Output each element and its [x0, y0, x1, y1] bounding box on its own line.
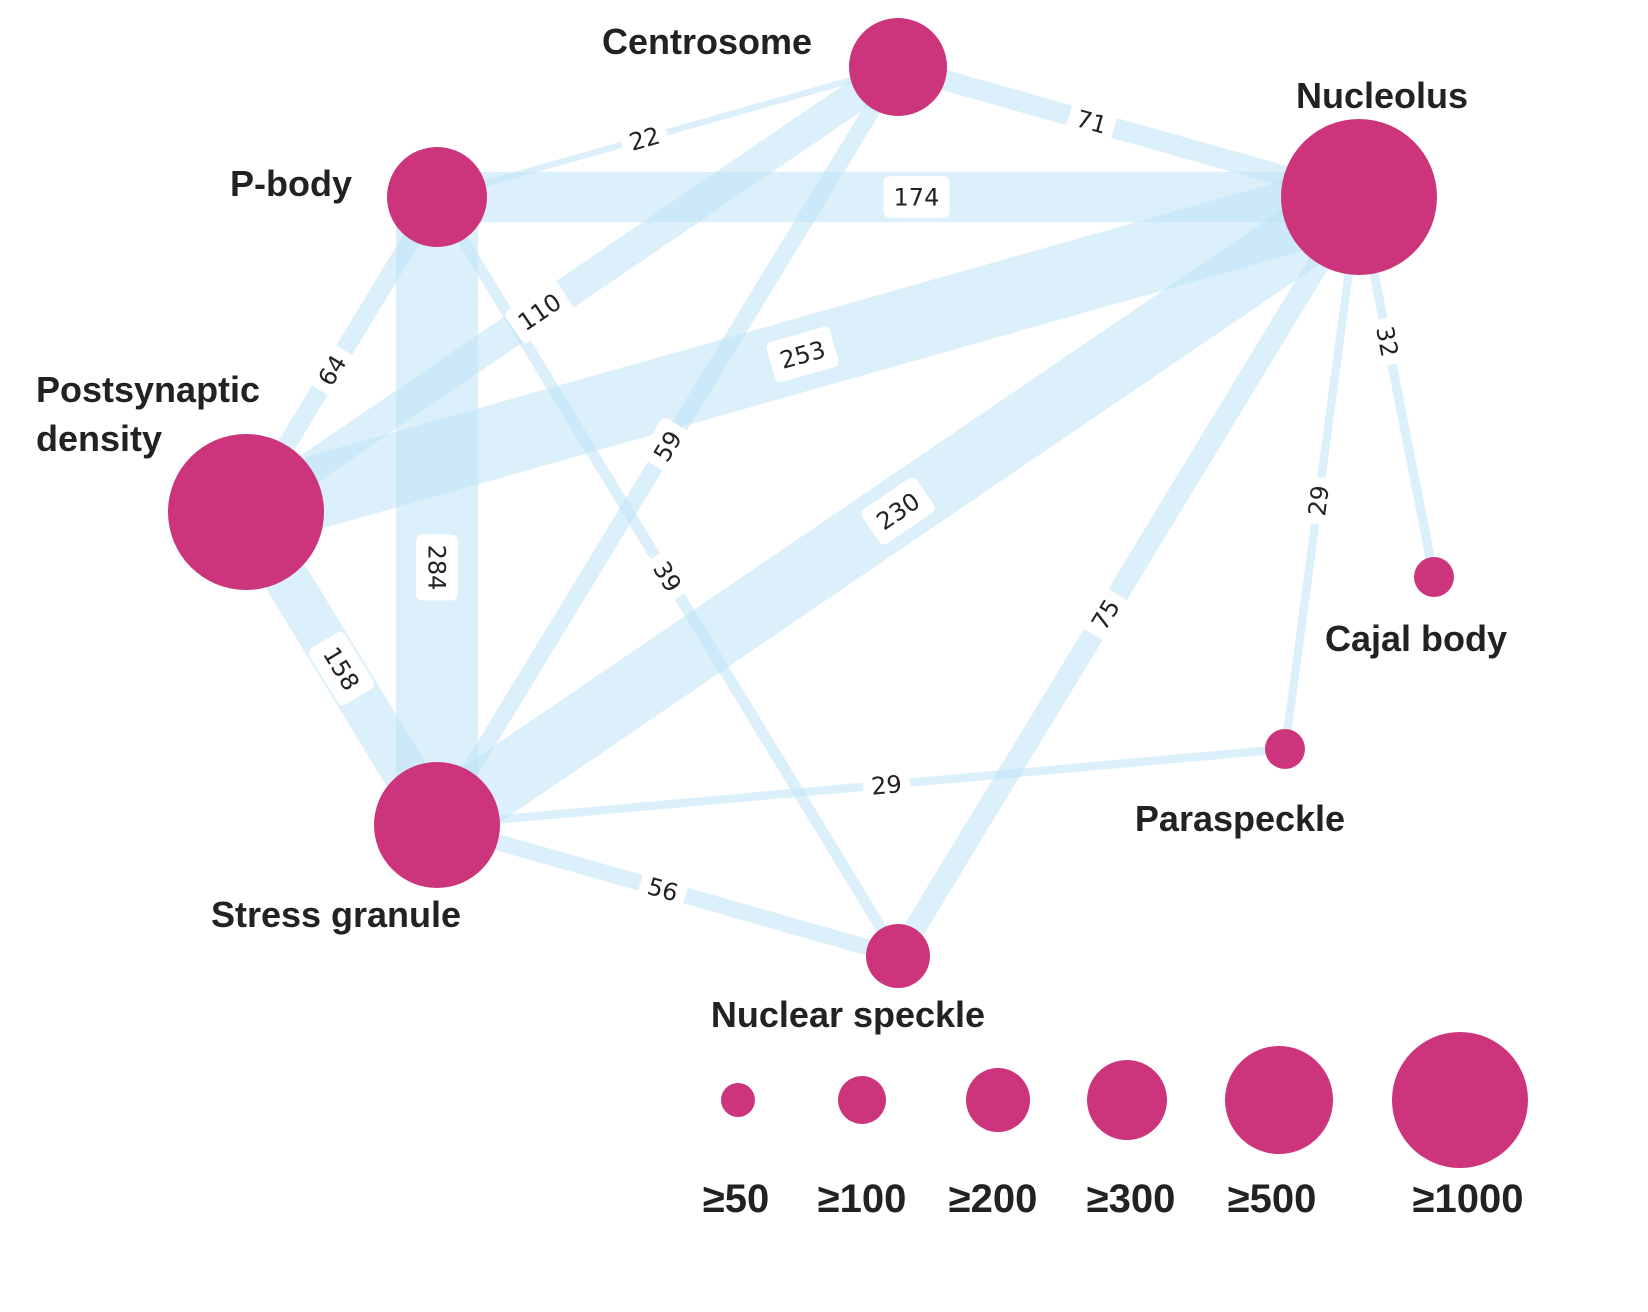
edge-label-bg [308, 631, 375, 706]
edge-label-centrosome-stress: 59 [641, 418, 694, 474]
node-label-stress: Stress granule [211, 894, 461, 935]
edge-label-nucleolus-cajal: 32 [1365, 315, 1410, 367]
node-cajal[interactable] [1414, 557, 1454, 597]
edge-label-bg [883, 176, 950, 218]
nodes-layer [168, 18, 1454, 988]
edge-label-pbody-stress: 284 [416, 534, 458, 601]
edge-label-pbody-nucleolus: 174 [883, 176, 950, 218]
edge-label-bg [861, 764, 911, 806]
edge-nucleolus-paraspeckle[interactable] [1280, 196, 1364, 750]
edge-label-bg [641, 548, 694, 605]
edge-label-bg [861, 477, 935, 545]
edge-label-bg [641, 418, 694, 474]
legend-label-1000: ≥1000 [1413, 1177, 1524, 1221]
edge-weight: 32 [1370, 324, 1403, 359]
edge-label-bg [305, 342, 359, 398]
legend-label-50: ≥50 [703, 1177, 769, 1221]
edge-label-bg [416, 534, 458, 601]
edge-weight: 29 [870, 770, 903, 801]
edge-label-pbody-speckle: 39 [641, 548, 694, 605]
edge-label-stress-paraspeckle: 29 [861, 764, 911, 806]
edge-weight: 29 [1303, 484, 1335, 518]
legend-circle-500 [1225, 1046, 1333, 1154]
edge-label-psd-nucleolus: 253 [766, 326, 839, 383]
edge-label-bg [1296, 475, 1340, 526]
legend-circle-50 [721, 1083, 755, 1117]
edge-label-bg [636, 865, 690, 913]
node-centrosome[interactable] [849, 18, 947, 116]
node-stress[interactable] [374, 762, 500, 888]
node-label-nucleolus: Nucleolus [1296, 75, 1468, 116]
edge-weight: 174 [894, 184, 940, 212]
legend-circle-100 [838, 1076, 886, 1124]
edge-label-centrosome-pbody: 22 [618, 115, 671, 162]
edge-label-stress-speckle: 56 [636, 865, 690, 913]
node-label-centrosome: Centrosome [602, 21, 812, 62]
edge-label-bg [618, 115, 671, 162]
edge-centrosome-psd[interactable] [237, 53, 907, 526]
node-labels: Centrosome Nucleolus P-body Postsynaptic… [36, 21, 1507, 1035]
size-legend: ≥50 ≥100 ≥200 ≥300 ≥500 ≥1000 [703, 1032, 1528, 1221]
node-label-paraspeckle: Paraspeckle [1135, 798, 1345, 839]
legend-label-100: ≥100 [818, 1177, 907, 1221]
node-paraspeckle[interactable] [1265, 729, 1305, 769]
legend-label-500: ≥500 [1228, 1177, 1317, 1221]
legend-label-200: ≥200 [949, 1177, 1038, 1221]
legend-circle-200 [966, 1068, 1030, 1132]
node-label-speckle: Nuclear speckle [711, 994, 985, 1035]
node-nucleolus[interactable] [1281, 119, 1437, 275]
edge-stress-paraspeckle[interactable] [436, 744, 1286, 830]
node-label-pbody: P-body [230, 163, 352, 204]
node-speckle[interactable] [866, 924, 930, 988]
node-label-psd-line2: density [36, 418, 162, 459]
legend-circle-1000 [1392, 1032, 1528, 1168]
edge-label-bg [1365, 315, 1410, 367]
node-label-cajal: Cajal body [1325, 618, 1507, 659]
edge-label-bg [505, 280, 574, 343]
edge-label-pbody-psd: 64 [305, 342, 359, 398]
legend-label-300: ≥300 [1087, 1177, 1176, 1221]
edge-label-bg [1079, 586, 1132, 643]
edge-weight: 284 [422, 545, 450, 591]
edge-nucleolus-speckle[interactable] [888, 191, 1369, 962]
node-psd[interactable] [168, 434, 324, 590]
edge-label-nucleolus-speckle: 75 [1079, 586, 1132, 643]
node-label-psd-line1: Postsynaptic [36, 369, 260, 410]
edge-label-centrosome-nucleolus: 71 [1065, 98, 1118, 146]
edge-label-bg [1065, 98, 1118, 146]
edge-label-nucleolus-paraspeckle: 29 [1296, 475, 1340, 526]
node-pbody[interactable] [387, 147, 487, 247]
edge-label-bg [766, 326, 839, 383]
legend-circle-300 [1087, 1060, 1167, 1140]
